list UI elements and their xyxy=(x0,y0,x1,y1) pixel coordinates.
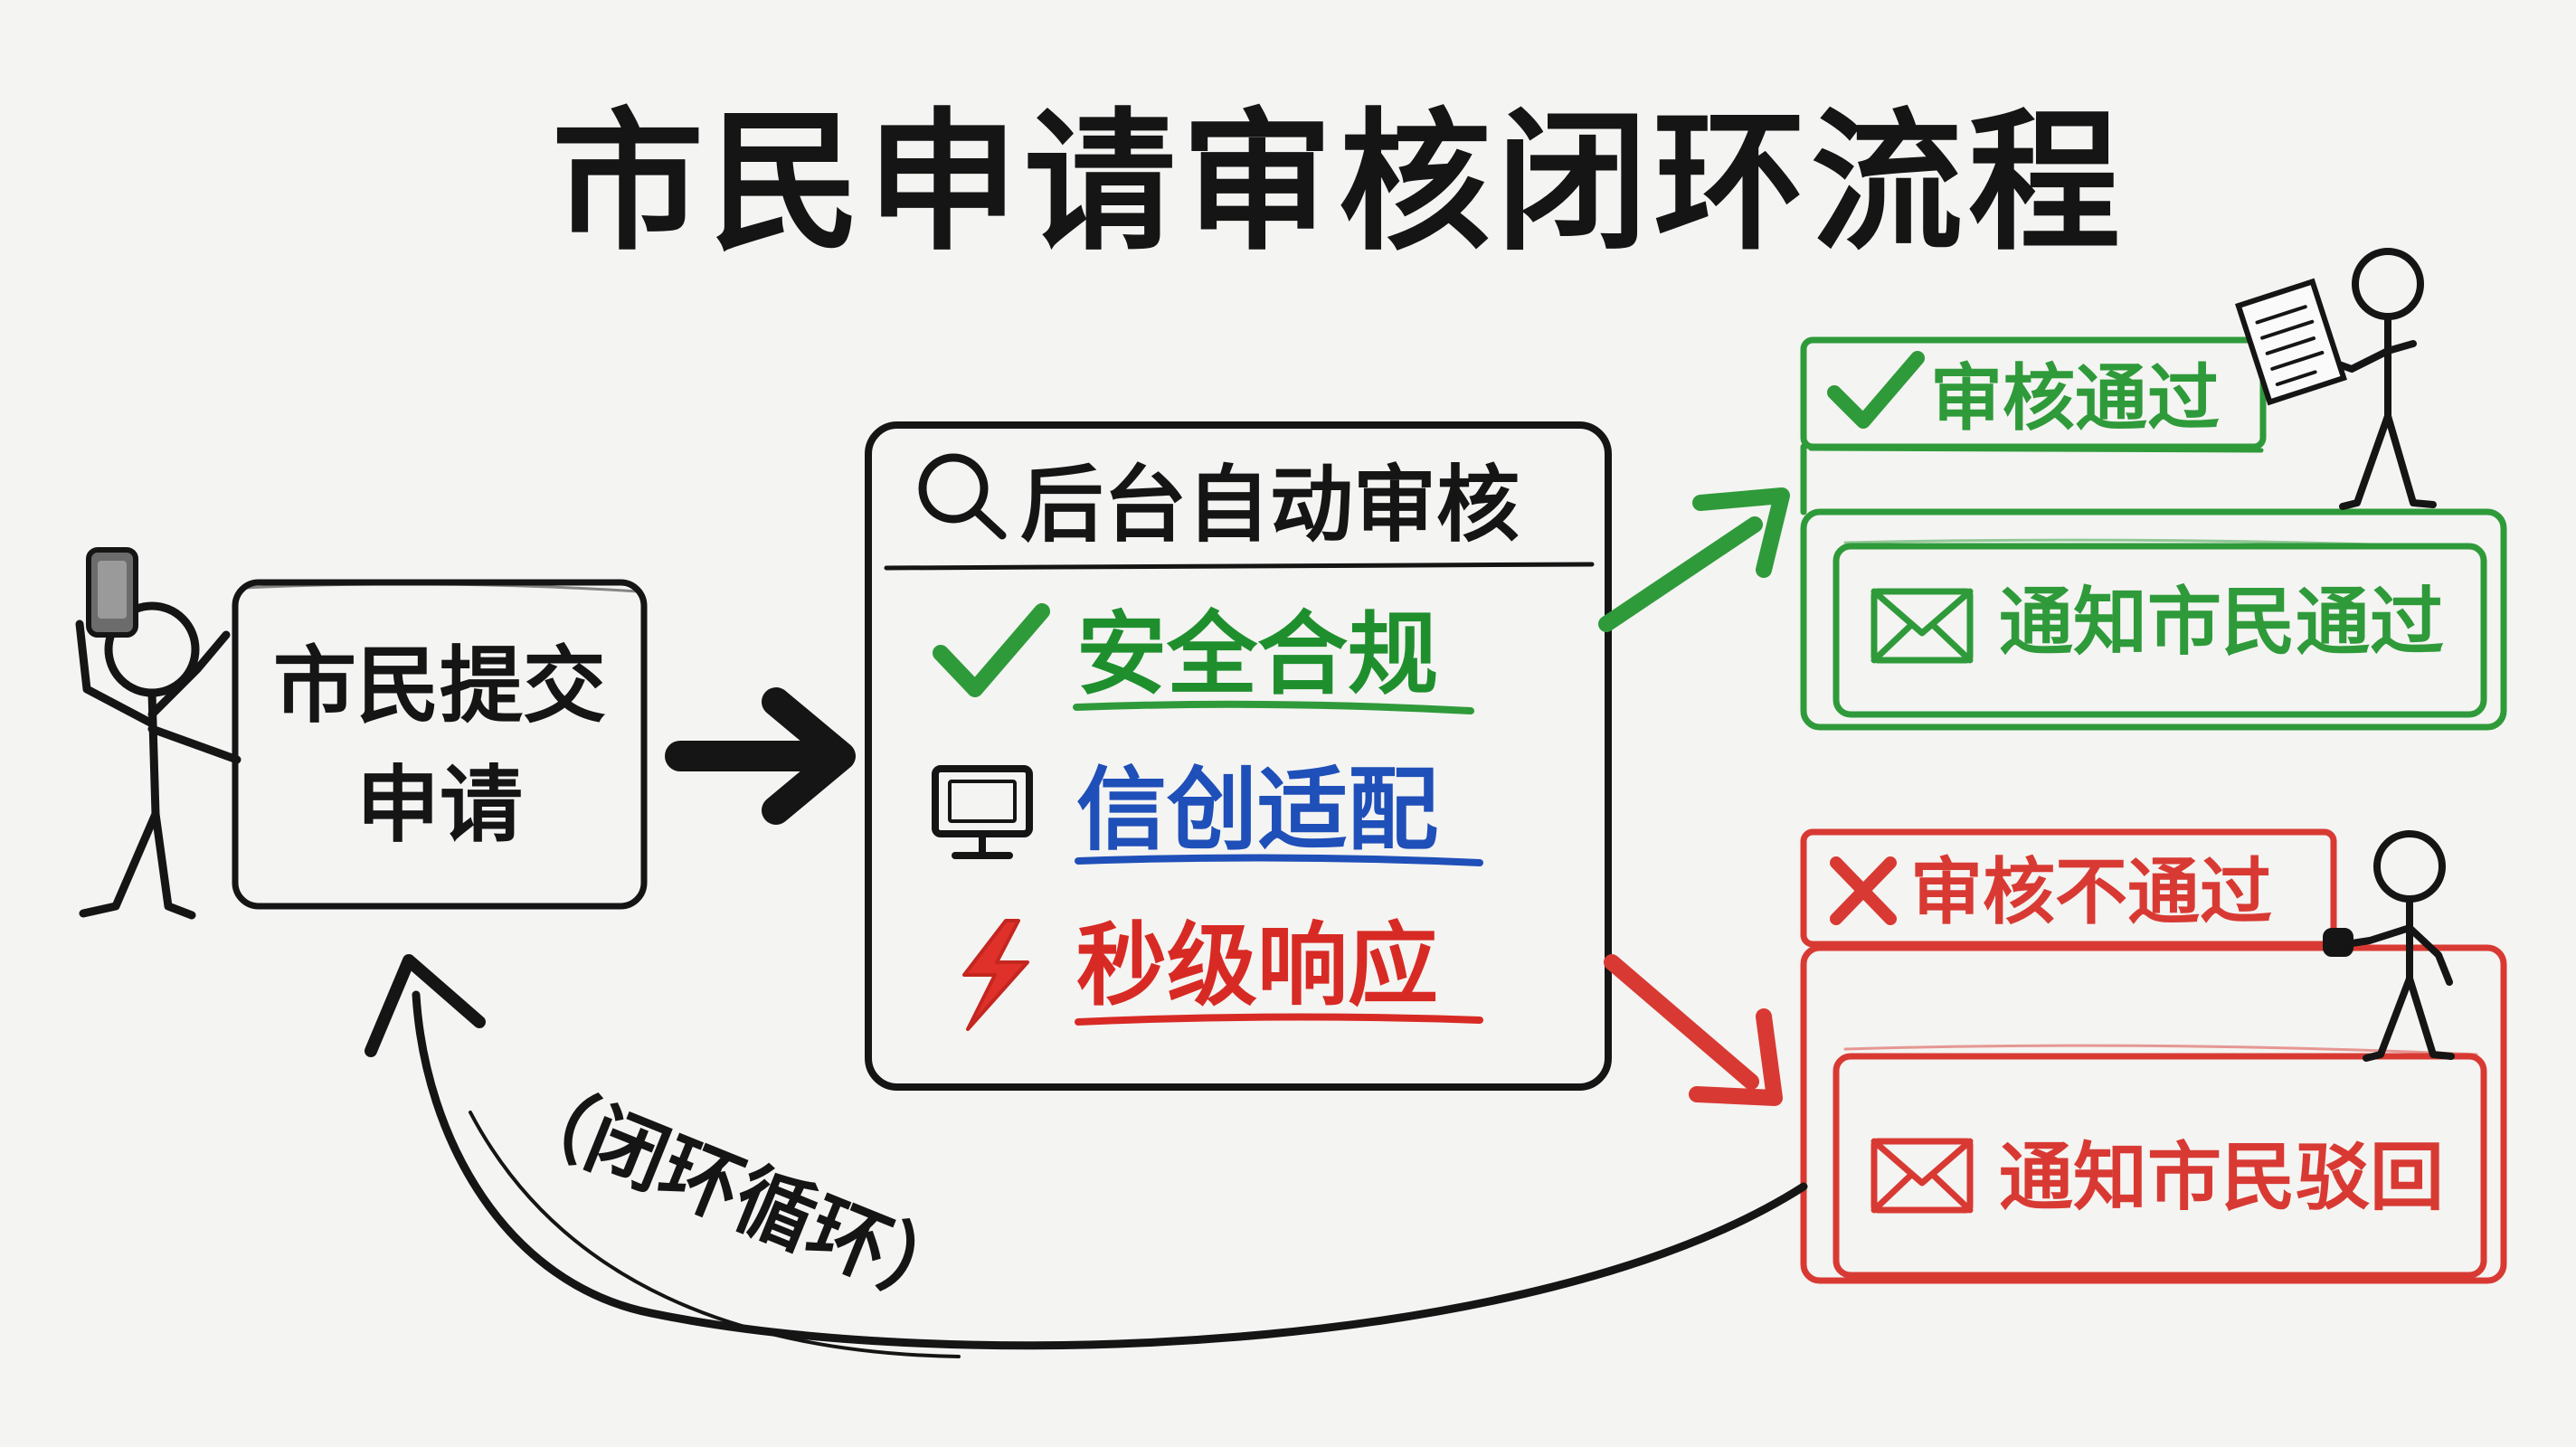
reviewer-figure-rejected xyxy=(2323,830,2455,1062)
reviewer-figure-approved xyxy=(2323,248,2437,510)
rejected-panel: 审核不通过 通知市民驳回 xyxy=(1800,828,2507,1284)
monitor-icon xyxy=(932,765,1033,859)
loop-arrow xyxy=(365,954,1808,1358)
cross-icon xyxy=(1830,856,1897,925)
phone-icon xyxy=(86,547,138,638)
rejected-notice: 通知市民驳回 xyxy=(1999,1135,2444,1221)
submit-box: 市民提交 申请 xyxy=(232,579,648,910)
envelope-icon xyxy=(1870,588,1974,664)
document-icon xyxy=(2235,278,2347,406)
loop-label: （闭环循环） xyxy=(499,1062,977,1327)
review-item-response: 秒级响应 xyxy=(1076,913,1438,1018)
review-item-adaptation: 信创适配 xyxy=(1076,757,1438,863)
arrow-to-approved xyxy=(1598,487,1790,632)
approved-panel: 审核通过 通知市民通过 xyxy=(1800,336,2507,731)
rejected-envelope-icon xyxy=(1870,1138,1974,1214)
rejected-header: 审核不通过 xyxy=(1910,850,2272,934)
submit-text-line1: 市民提交 xyxy=(273,638,606,734)
page-title: 市民申请审核闭环流程 xyxy=(552,94,2126,271)
citizen-figure xyxy=(75,601,242,920)
approved-notice: 通知市民通过 xyxy=(1999,580,2444,666)
arrow-to-rejected xyxy=(1604,954,1783,1106)
approved-header: 审核通过 xyxy=(1930,356,2220,440)
checkmark-icon xyxy=(933,603,1050,697)
arrow-to-review xyxy=(665,687,856,825)
review-box: 后台自动审核 安全合规 信创适配 秒级响应 xyxy=(865,421,1612,1091)
review-header: 后台自动审核 xyxy=(1020,457,1520,553)
approved-check-icon xyxy=(1827,351,1925,429)
submit-text-line2: 申请 xyxy=(356,757,523,854)
lightning-icon xyxy=(962,919,1029,1031)
magnifier-icon xyxy=(918,453,1007,540)
review-item-security: 安全合规 xyxy=(1076,601,1438,707)
